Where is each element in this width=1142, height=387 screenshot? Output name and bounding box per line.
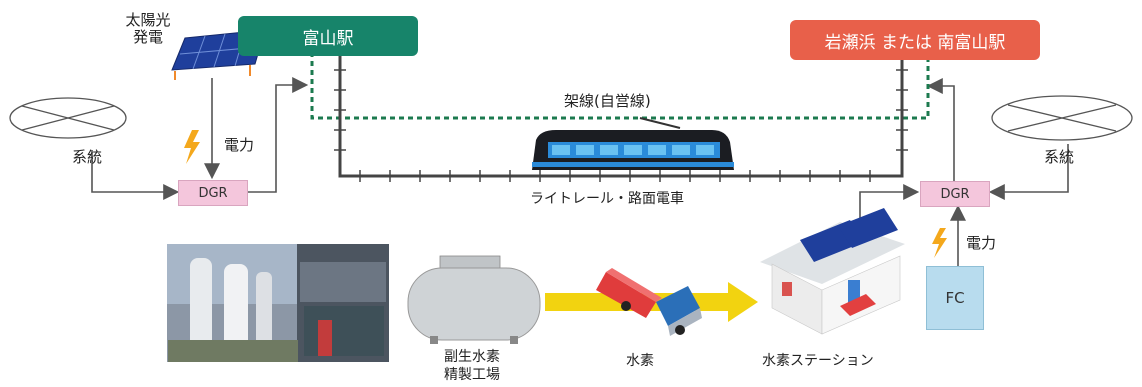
solar-label: 太陽光 発電 — [125, 11, 171, 46]
power-flow-left — [91, 77, 309, 200]
power-label-left: 電力 — [224, 136, 255, 154]
station-toyama: 富山駅 — [238, 16, 418, 56]
overhead-line — [310, 52, 930, 120]
hydrogen-label: 水素 — [626, 353, 654, 369]
lightning-icon — [932, 228, 947, 258]
factory-photo — [167, 244, 389, 362]
grid-symbol-icon — [991, 95, 1133, 141]
power-flow-right — [859, 78, 1069, 266]
hydrogen-station-icon — [760, 208, 905, 335]
dgr-box-left: DGR — [178, 180, 248, 206]
truck-icon — [596, 268, 702, 336]
station-iwasehama-minamitoyama: 岩瀬浜 または 南富山駅 — [790, 20, 1040, 60]
hydrogen-station-label: 水素ステーション — [762, 353, 874, 369]
dgr-box-right: DGR — [920, 181, 990, 207]
refinery-label: 副生水素 精製工場 — [444, 349, 500, 383]
lightning-icon — [184, 130, 200, 164]
power-label-right: 電力 — [966, 234, 997, 252]
hydrogen-tank-icon — [407, 255, 541, 344]
tram-icon — [532, 117, 734, 170]
grid-symbol-icon — [9, 97, 127, 139]
overhead-line-label: 架線(自営線) — [564, 92, 651, 110]
fuel-cell-box: FC — [926, 266, 984, 330]
track — [334, 52, 908, 182]
grid-label-right: 系統 — [1044, 148, 1075, 166]
tram-label: ライトレール・路面電車 — [530, 191, 684, 207]
grid-label-left: 系統 — [72, 148, 103, 166]
